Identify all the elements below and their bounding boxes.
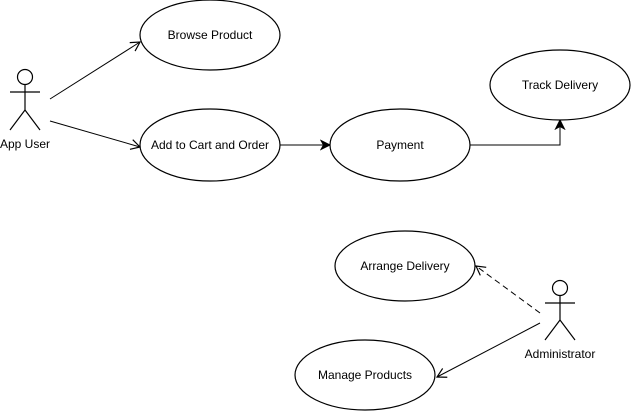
usecase-payment[interactable]: Payment	[329, 108, 471, 182]
actor-label: App User	[0, 137, 50, 151]
usecase-label: Browse Product	[168, 28, 253, 42]
usecase-label: Add to Cart and Order	[151, 138, 269, 152]
usecase-track-delivery[interactable]: Track Delivery	[489, 49, 631, 121]
connector-admin-arrangedelivery	[475, 265, 541, 314]
usecase-browse-product[interactable]: Browse Product	[139, 0, 281, 71]
connector-admin-manageproducts	[435, 322, 541, 378]
usecase-label: Arrange Delivery	[360, 259, 449, 273]
usecase-label: Manage Products	[318, 368, 412, 382]
usecase-label: Track Delivery	[522, 78, 598, 92]
actor-label: Administrator	[525, 347, 596, 361]
connector-payment-trackdelivery	[470, 120, 560, 146]
connector-appuser-browse	[49, 41, 142, 100]
stick-figure-icon	[544, 279, 576, 341]
usecase-manage-products[interactable]: Manage Products	[294, 339, 436, 411]
connector-appuser-addtocart	[49, 120, 142, 150]
actor-administrator[interactable]: Administrator	[525, 279, 596, 362]
usecase-label: Payment	[376, 138, 424, 152]
stick-figure-icon	[9, 68, 41, 131]
usecase-add-to-cart-and-order[interactable]: Add to Cart and Order	[139, 108, 281, 182]
actor-app-user[interactable]: App User	[0, 68, 50, 152]
usecase-arrange-delivery[interactable]: Arrange Delivery	[334, 230, 476, 302]
